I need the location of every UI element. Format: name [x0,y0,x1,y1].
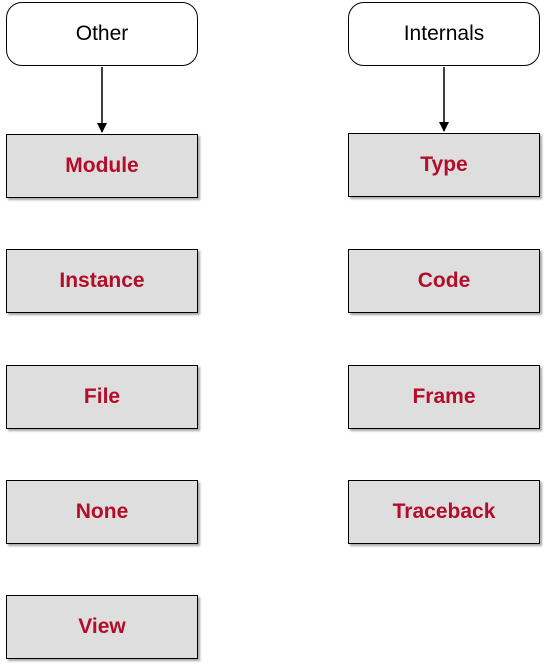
node-frame: Frame [348,365,540,429]
header-other: Other [6,2,198,66]
node-module: Module [6,134,198,198]
node-file: File [6,365,198,429]
node-view: View [6,595,198,659]
node-type: Type [348,133,540,197]
node-code: Code [348,249,540,313]
node-instance: Instance [6,249,198,313]
node-traceback: Traceback [348,480,540,544]
node-none: None [6,480,198,544]
header-internals: Internals [348,2,540,66]
